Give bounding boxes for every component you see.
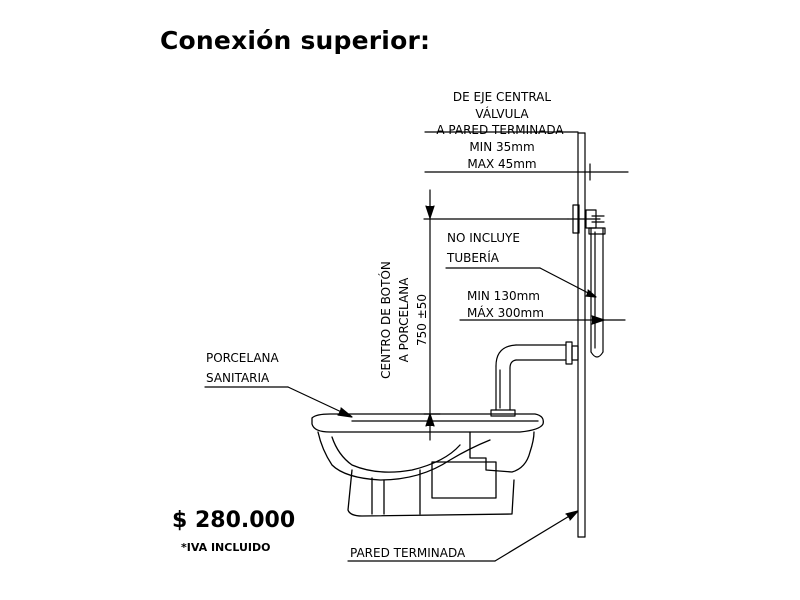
svg-text:MAX 45mm: MAX 45mm — [467, 157, 536, 171]
price: $ 280.000 — [172, 508, 296, 533]
svg-text:A PORCELANA: A PORCELANA — [397, 277, 411, 363]
svg-text:NO INCLUYE: NO INCLUYE — [447, 231, 520, 245]
svg-text:MIN 35mm: MIN 35mm — [469, 140, 534, 154]
button-height-dimension — [423, 189, 569, 441]
finished-wall-leader — [347, 510, 579, 562]
page-title: Conexión superior: — [160, 26, 431, 55]
flush-valve — [567, 204, 605, 234]
porcelain-leader — [204, 386, 353, 418]
pipe-range-label: MIN 130mm MÁX 300mm — [467, 289, 544, 320]
no-pipe-label: NO INCLUYE TUBERÍA — [446, 231, 520, 265]
flush-pipe — [490, 341, 579, 417]
svg-text:VÁLVULA: VÁLVULA — [475, 106, 529, 121]
svg-text:A PARED TERMINADA: A PARED TERMINADA — [436, 123, 564, 137]
svg-text:750 ±50: 750 ±50 — [415, 294, 429, 346]
svg-text:MÁX 300mm: MÁX 300mm — [467, 305, 544, 320]
pipe-range-dimension — [459, 315, 626, 325]
finished-wall — [577, 132, 586, 538]
riser-pipe — [588, 227, 606, 358]
svg-text:DE EJE CENTRAL: DE EJE CENTRAL — [453, 90, 551, 104]
svg-text:SANITARIA: SANITARIA — [206, 371, 270, 385]
button-height-label: CENTRO DE BOTÓN A PORCELANA 750 ±50 — [378, 261, 429, 379]
price-note: *IVA INCLUIDO — [181, 541, 271, 554]
valve-axis-dimension — [424, 131, 629, 181]
svg-text:MIN 130mm: MIN 130mm — [467, 289, 540, 303]
svg-text:CENTRO DE BOTÓN: CENTRO DE BOTÓN — [378, 261, 393, 379]
valve-axis-label: DE EJE CENTRAL VÁLVULA A PARED TERMINADA… — [436, 90, 564, 171]
porcelain-label: PORCELANA SANITARIA — [206, 351, 280, 385]
finished-wall-label: PARED TERMINADA — [350, 546, 466, 560]
no-pipe-leader — [445, 267, 597, 298]
svg-text:PORCELANA: PORCELANA — [206, 351, 280, 365]
toilet-bowl — [311, 413, 544, 517]
svg-text:TUBERÍA: TUBERÍA — [446, 250, 500, 265]
